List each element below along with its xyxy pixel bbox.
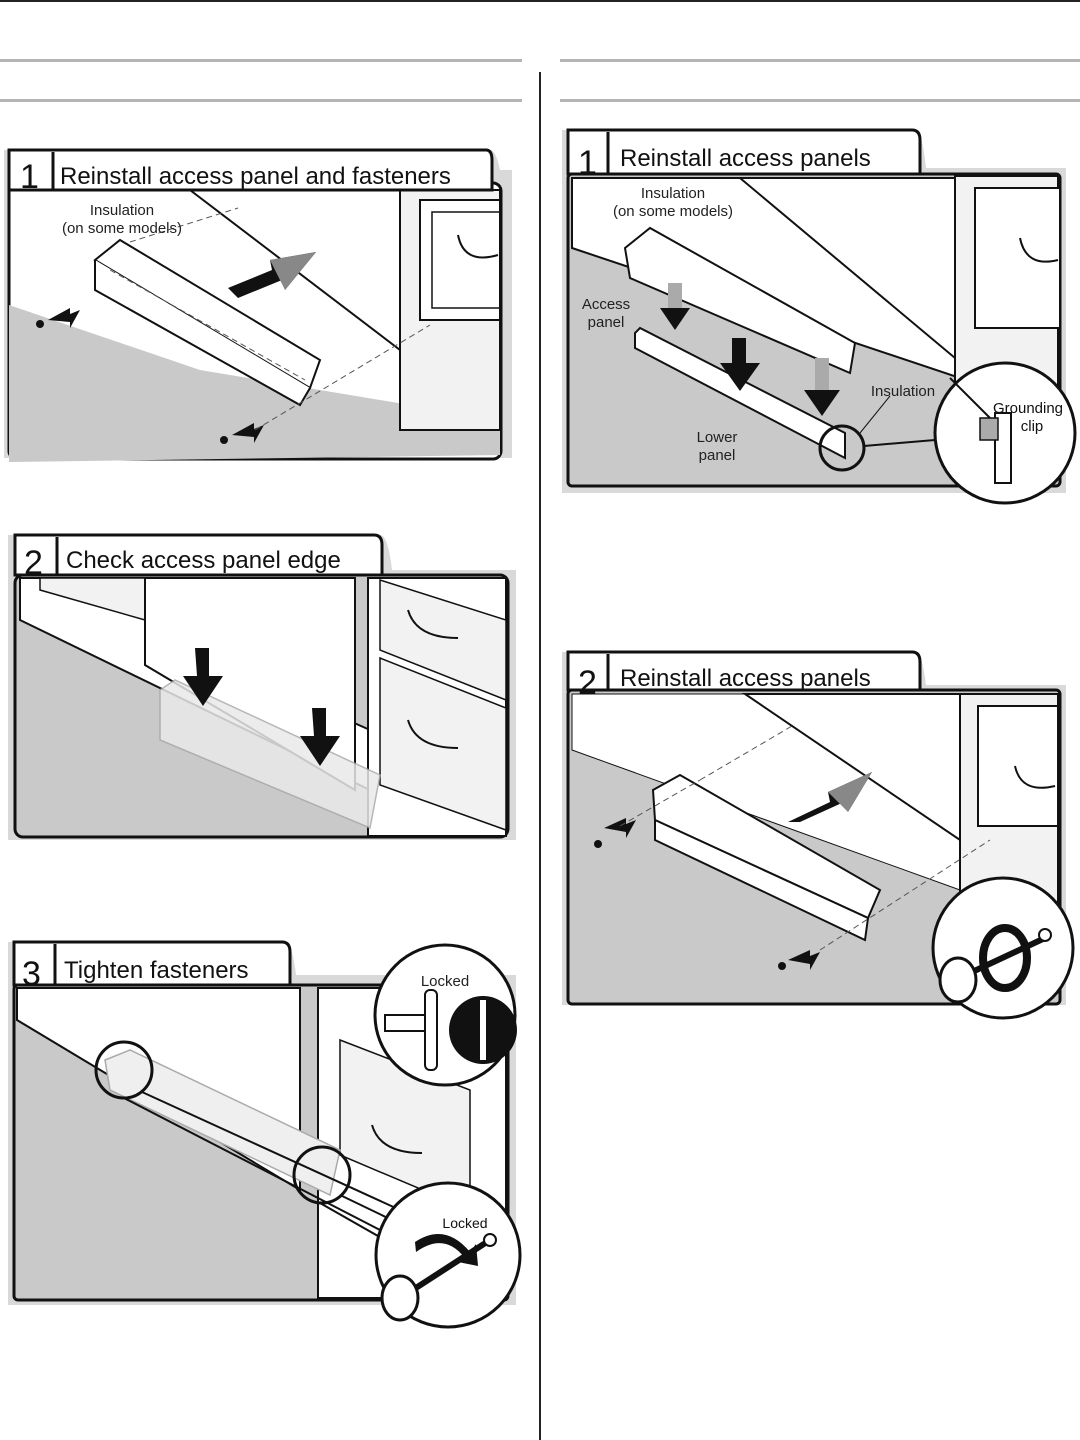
left-step-3-number: 3 [22,955,41,993]
left-step-3-title: Tighten fasteners [64,957,249,984]
left-step-1-number: 1 [20,158,39,196]
column-divider [539,72,541,1440]
right-step-2-title: Reinstall access panels [620,665,871,692]
left-step-1-title: Reinstall access panel and fasteners [60,163,451,190]
label-access: Access [582,296,630,313]
left-step-3-panel: 3 Tighten fasteners Locked Locked [0,940,525,1340]
left-step-2-number: 2 [24,544,43,582]
right-step-2-number: 2 [578,664,597,702]
label-grounding: Grounding [993,400,1063,417]
label-locked-bottom: Locked [442,1215,487,1231]
label-clip: clip [1021,418,1044,435]
label-lower: Lower [697,429,738,446]
right-step-1-number: 1 [578,144,597,182]
label-insulation: Insulation [90,202,154,219]
top-rule [0,0,1080,2]
left-header-rule-1 [0,59,522,62]
label-access-panel: panel [588,314,625,331]
label-insulation: Insulation [641,185,705,202]
right-step-1-panel: 1 Reinstall access panels Insulation (on… [560,128,1080,513]
label-insulation-note: (on some models) [613,203,733,220]
left-header-rule-2 [0,99,522,102]
label-lower-panel: panel [699,447,736,464]
label-insulation-right: Insulation [871,383,935,400]
left-step-1-panel: 1 Reinstall access panel and fasteners I… [0,140,520,470]
label-locked-top: Locked [421,973,469,990]
label-insulation-note: (on some models) [62,220,182,237]
right-header-rule-2 [560,99,1080,102]
left-step-2-panel: 2 Check access panel edge [0,530,520,845]
left-step-2-title: Check access panel edge [66,547,341,574]
right-step-1-title: Reinstall access panels [620,145,871,172]
right-step-2-panel: 2 Reinstall access panels [560,650,1080,1025]
right-header-rule-1 [560,59,1080,62]
